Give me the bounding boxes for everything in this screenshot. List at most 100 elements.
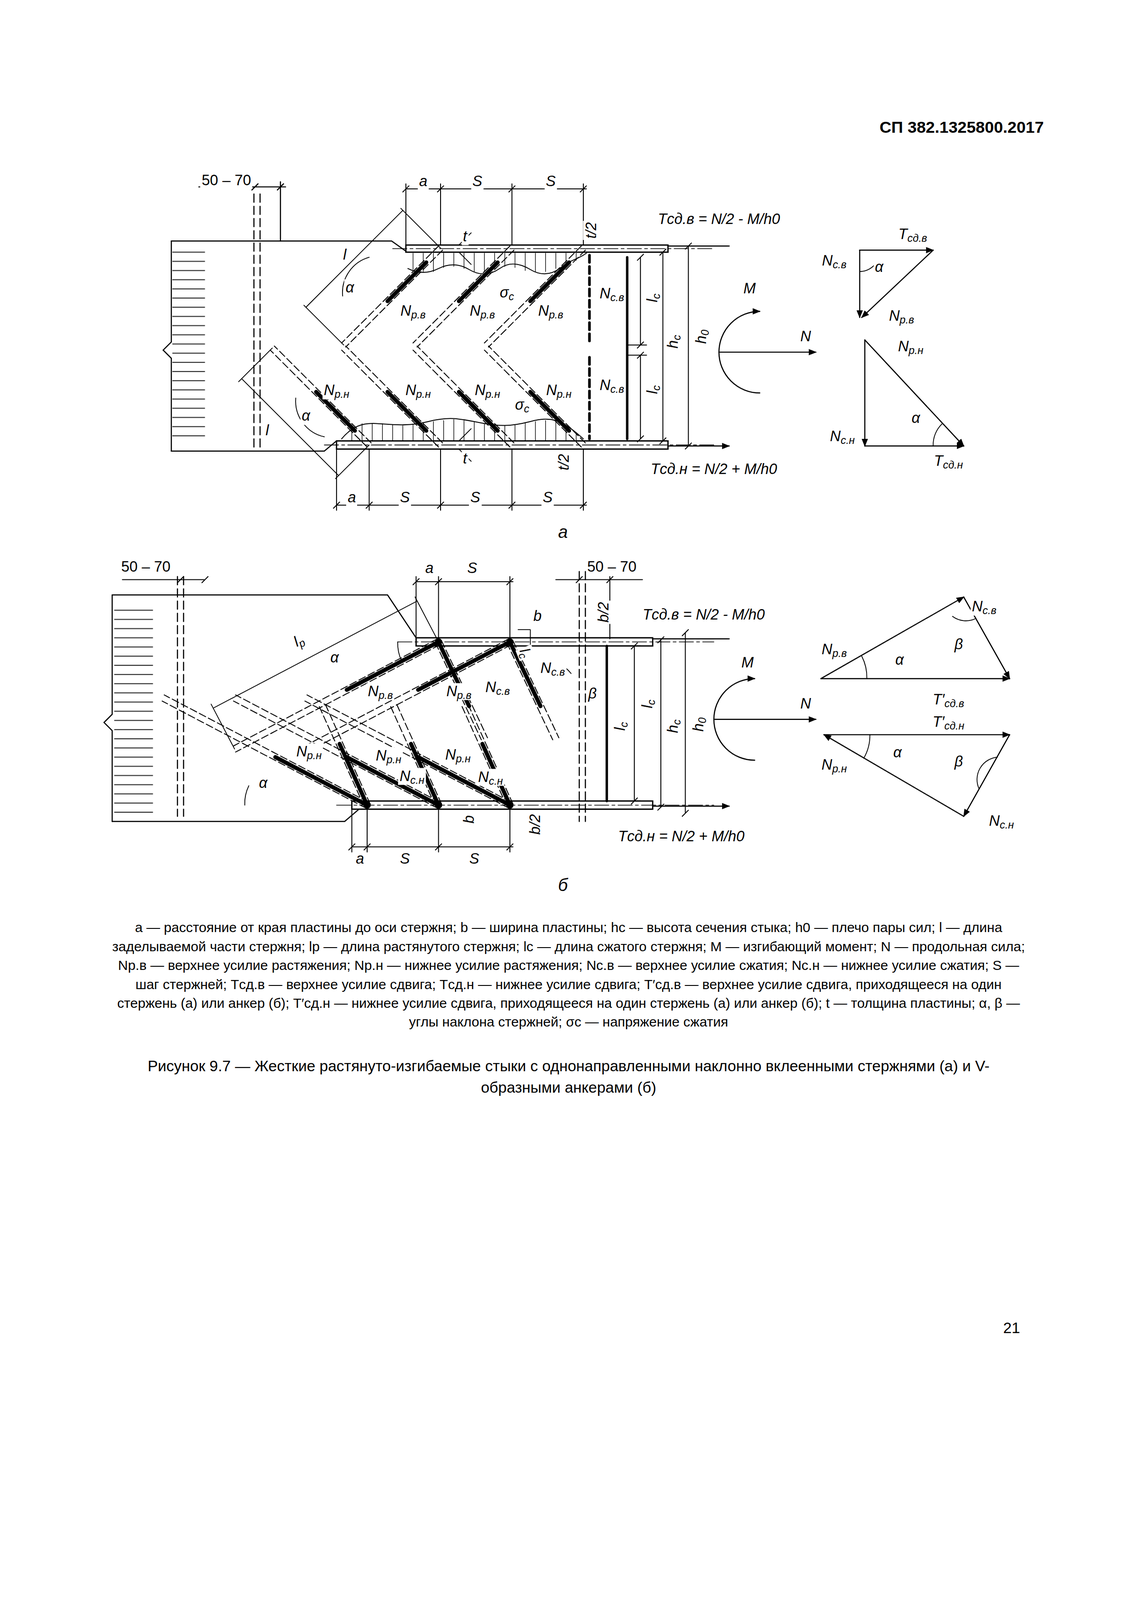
subscript: р.в: [378, 689, 394, 702]
drawing-label: t: [461, 450, 469, 468]
drawing-label: t/2: [555, 452, 573, 472]
drawing-label: α: [257, 774, 269, 792]
drawing-label: S: [467, 850, 481, 868]
subscript: c: [650, 293, 663, 299]
drawing-label: Nс.н: [398, 767, 426, 785]
subscript: 0: [699, 329, 712, 336]
subscript: с.в: [832, 259, 847, 271]
drawing-label: Tсд.в = N/2 - M/h0: [641, 606, 767, 624]
drawing-label: Tсд.н = N/2 + M/h0: [616, 827, 746, 845]
drawing-label: S: [468, 489, 482, 507]
subscript: c: [508, 290, 515, 303]
drawing-label: b: [531, 607, 543, 625]
drawing-label: T′сд.н: [931, 713, 966, 731]
subscript: р.н: [415, 388, 431, 401]
subscript: р.в: [899, 313, 915, 326]
drawing-label: Nр.в: [445, 682, 473, 700]
drawing-label: lc: [643, 384, 661, 396]
drawing-label: Nр.в: [399, 302, 427, 320]
drawing-label: Tсд.н: [932, 452, 965, 470]
subscript: c: [645, 699, 658, 705]
drawing-label: β: [953, 753, 965, 771]
subscript: сд.н: [942, 458, 963, 471]
subscript: р.н: [456, 752, 471, 765]
drawing-label: h0: [693, 327, 711, 345]
subscript: р.в: [410, 308, 426, 321]
drawing-label: Tсд.в = N/2 - M/h0: [656, 210, 782, 228]
drawing-label: Nр.н: [544, 382, 573, 400]
subscript: р.н: [334, 388, 349, 401]
drawing-label: 50 – 70: [119, 558, 172, 576]
drawing-label: Nр.н: [322, 382, 351, 400]
drawing-label: N: [799, 327, 813, 345]
drawing-label: β: [953, 636, 965, 654]
drawing-label: Nр.в: [468, 302, 497, 320]
subscript: р.н: [556, 388, 572, 401]
subscript: с.н: [999, 818, 1014, 831]
subscript: c: [524, 402, 530, 415]
drawing-label: Nс.в: [598, 285, 626, 302]
subscript: сд.н: [944, 719, 965, 732]
drawing-label: t: [461, 228, 469, 245]
drawing-label: lр: [289, 630, 309, 651]
subscript: сд.в: [944, 697, 965, 710]
drawing-label: 50 – 70: [200, 171, 253, 189]
drawing-label: α: [873, 258, 885, 276]
drawing-label: Nр.в: [536, 302, 565, 320]
subscript: сд.в: [907, 232, 928, 245]
drawing-label: t/2: [582, 220, 600, 240]
drawing-label: Nр.н: [820, 756, 849, 774]
drawing-label: σc: [513, 396, 531, 414]
subscript: с.н: [410, 773, 425, 786]
drawing-label: Nр.н: [896, 338, 925, 356]
drawing-label: T′сд.в: [931, 690, 966, 708]
drawing-label: 21: [1001, 1318, 1022, 1337]
drawing-label: σc: [498, 284, 516, 302]
drawing-label: l: [341, 246, 348, 264]
drawing-label: lс: [515, 644, 536, 662]
drawing-label: Nс.н: [476, 768, 504, 786]
drawing-label: b/2: [526, 812, 544, 836]
drawing-label: Nр.в: [887, 307, 916, 325]
subscript: р.н: [832, 762, 847, 775]
drawing-label: a: [346, 489, 358, 507]
subscript: с.в: [982, 604, 997, 617]
drawing-label: S: [541, 489, 555, 507]
subscript: р.в: [456, 689, 472, 702]
subscript: р.н: [485, 388, 500, 401]
subscript: р.в: [548, 308, 564, 321]
subscript: c: [650, 385, 663, 391]
drawing-label: Nс.н: [987, 812, 1016, 830]
drawing-label: α: [893, 651, 905, 669]
drawing-label: Tсд.н = N/2 + M/h0: [649, 460, 779, 478]
subscript: с.в: [496, 685, 510, 697]
subscript: р: [296, 636, 308, 650]
drawing-label: b/2: [595, 600, 613, 624]
drawing-label: S: [398, 850, 412, 868]
drawing-label: Nс.в: [970, 598, 998, 616]
drawing-label: h0: [690, 715, 707, 733]
drawing-label: Tсд.в: [897, 226, 929, 244]
subscript: с.н: [840, 434, 855, 447]
drawing-label: α: [891, 744, 903, 762]
drawing-label: lc: [638, 697, 656, 710]
drawing-label: l: [264, 421, 271, 439]
drawing-label: a: [423, 559, 435, 577]
subscript: р.н: [386, 753, 401, 766]
drawing-label: hc: [664, 717, 682, 735]
subscript: c: [670, 719, 683, 725]
drawing-label: Nр.н: [473, 382, 502, 400]
drawing-label: а: [556, 522, 570, 543]
drawing-label: M: [742, 280, 758, 297]
drawing-label: a: [354, 850, 366, 868]
drawing-label: hc: [664, 333, 682, 350]
subscript: с.в: [610, 291, 624, 304]
subscript: с.в: [610, 383, 624, 395]
subscript: с.н: [488, 774, 504, 787]
drawing-label: α: [344, 279, 356, 296]
drawing-label: 50 – 70: [586, 558, 639, 576]
drawing-label: N: [799, 695, 813, 712]
drawing-label: б: [556, 875, 570, 896]
